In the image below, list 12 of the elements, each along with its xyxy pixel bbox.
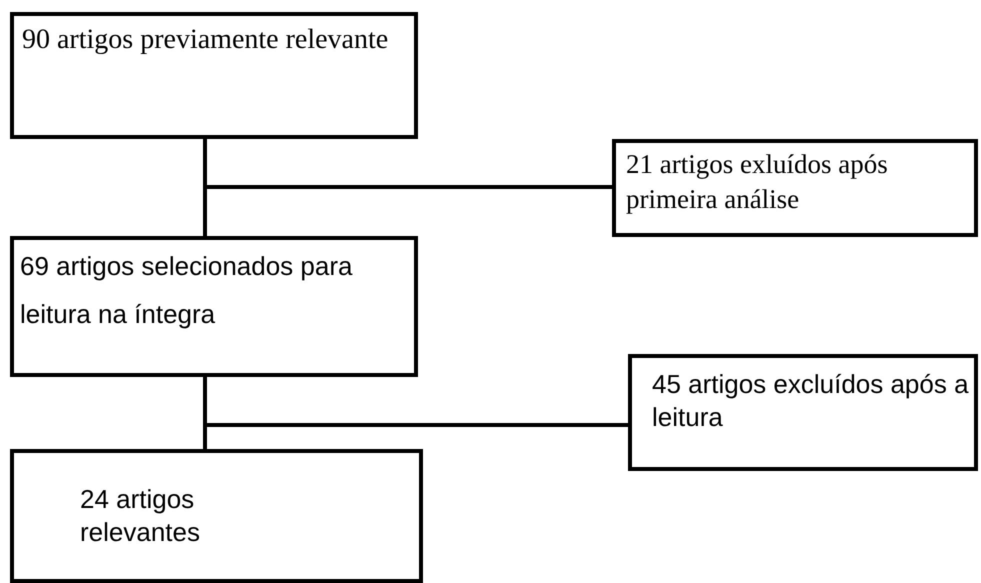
process-box bbox=[10, 449, 423, 583]
box-text: 69 artigos selecionados para leitura na íntegra bbox=[20, 250, 354, 332]
process-box bbox=[10, 12, 418, 139]
box-text: 24 artigos relevantes bbox=[80, 483, 201, 548]
connector-line bbox=[203, 377, 628, 427]
process-box bbox=[10, 236, 418, 377]
box-text: 45 artigos excluídos após a leitura bbox=[652, 368, 970, 433]
box-text: 90 artigos previamente relevante bbox=[22, 24, 390, 56]
process-box bbox=[628, 354, 978, 471]
box-text: 21 artigos exluídos após primeira análise bbox=[626, 148, 889, 216]
process-box bbox=[612, 139, 978, 237]
connector-line bbox=[203, 139, 612, 189]
